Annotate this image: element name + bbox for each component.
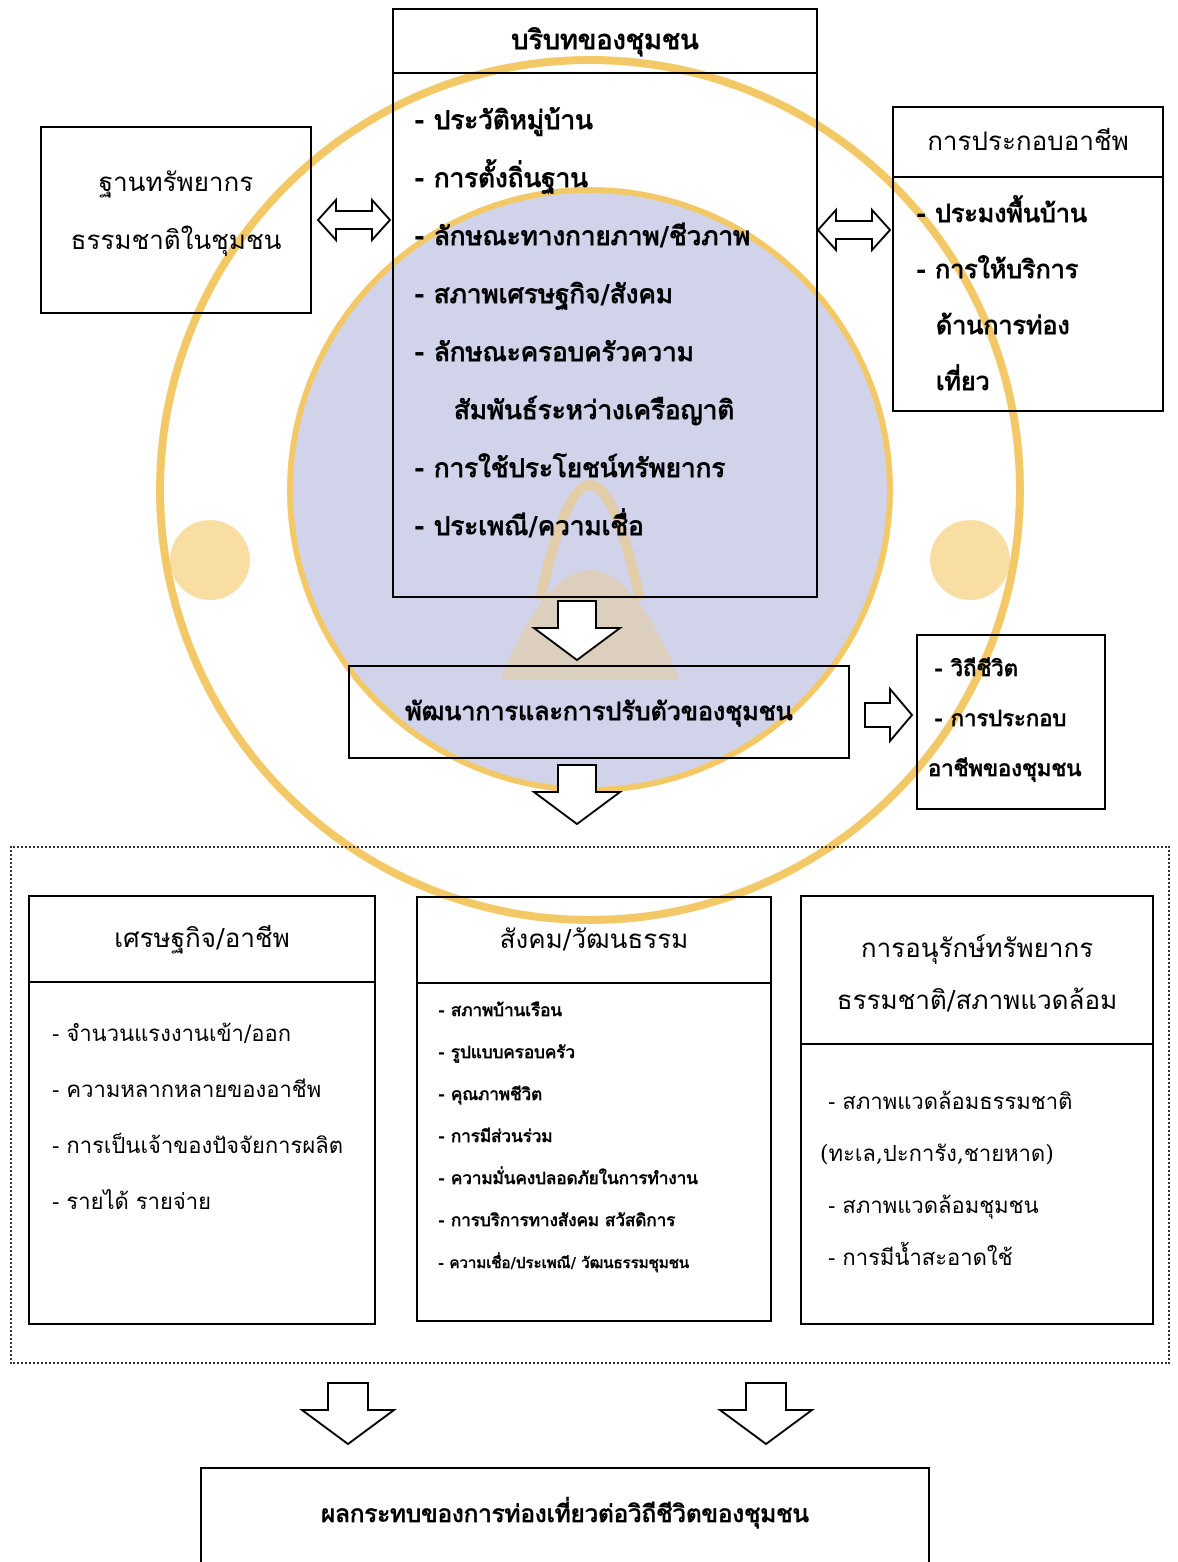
context-item: - ประวัติหมู่บ้าน — [414, 106, 593, 136]
society-item: - การบริการทางสังคม สวัสดิการ — [438, 1211, 676, 1231]
lifestyle-item: - การประกอบ — [934, 706, 1067, 732]
context-item: สัมพันธ์ระหว่างเครือญาติ — [454, 396, 735, 426]
occupation-title: การประกอบอาชีพ — [894, 108, 1162, 178]
lifestyle-box: - วิถีชีวิต - การประกอบ อาชีพของชุมชน — [916, 634, 1106, 810]
conservation-title-line1: การอนุรักษ์ทรัพยากร — [860, 934, 1094, 964]
economy-title: เศรษฐกิจ/อาชีพ — [30, 897, 374, 983]
context-item: - ประเพณี/ความเชื่อ — [414, 512, 644, 542]
down-arrow — [530, 764, 624, 826]
conservation-box: การอนุรักษ์ทรัพยากร ธรรมชาติ/สภาพแวดล้อม… — [800, 895, 1154, 1325]
society-item: - การมีส่วนร่วม — [438, 1127, 553, 1147]
double-arrow-right — [816, 207, 892, 253]
society-item: - รูปแบบครอบครัว — [438, 1043, 575, 1063]
context-box: บริบทของชุมชน - ประวัติหมู่บ้าน - การตั้… — [392, 8, 818, 598]
occupation-item: - ประมงพื้นบ้าน — [916, 199, 1088, 228]
down-arrow — [716, 1382, 816, 1446]
conservation-item: - สภาพแวดล้อมชุมชน — [828, 1194, 1039, 1219]
context-list: - ประวัติหมู่บ้าน - การตั้งถิ่นฐาน - ลัก… — [394, 74, 816, 556]
occupation-item: เที่ยว — [936, 367, 990, 396]
context-item: - ลักษณะทางกายภาพ/ชีวภาพ — [414, 222, 751, 252]
development-label: พัฒนาการและการปรับตัวของชุมชน — [405, 697, 793, 726]
impact-box: ผลกระทบของการท่องเที่ยวต่อวิถีชีวิตของชุ… — [200, 1467, 930, 1562]
economy-item: - รายได้ รายจ่าย — [52, 1190, 212, 1215]
down-arrow — [530, 600, 624, 662]
context-title: บริบทของชุมชน — [394, 10, 816, 74]
down-arrow — [298, 1382, 398, 1446]
society-item: - สภาพบ้านเรือน — [438, 1001, 563, 1021]
society-item: - คุณภาพชีวิต — [438, 1085, 543, 1105]
conservation-item: - การมีน้ำสะอาดใช้ — [828, 1246, 1013, 1271]
lifestyle-item: อาชีพของชุมชน — [928, 756, 1082, 782]
resource-box: ฐานทรัพยากร ธรรมชาติในชุมชน — [40, 126, 312, 314]
dimensions-group — [10, 846, 1170, 1364]
society-box: สังคม/วัฒนธรรม - สภาพบ้านเรือน - รูปแบบค… — [416, 896, 772, 1322]
occupation-box: การประกอบอาชีพ - ประมงพื้นบ้าน - การให้บ… — [892, 106, 1164, 412]
context-item: - การใช้ประโยชน์ทรัพยากร — [414, 454, 726, 484]
economy-item: - ความหลากหลายของอาชีพ — [52, 1078, 322, 1103]
society-title: สังคม/วัฒนธรรม — [418, 898, 770, 984]
context-item: - การตั้งถิ่นฐาน — [414, 164, 588, 194]
lifestyle-item: - วิถีชีวิต — [934, 656, 1019, 682]
society-list: - สภาพบ้านเรือน - รูปแบบครอบครัว - คุณภา… — [418, 984, 770, 1284]
conservation-title-line2: ธรรมชาติ/สภาพแวดล้อม — [836, 986, 1118, 1016]
resource-line2: ธรรมชาติในชุมชน — [70, 226, 282, 256]
double-arrow-left — [316, 197, 392, 243]
context-item: - สภาพเศรษฐกิจ/สังคม — [414, 280, 673, 310]
resource-line1: ฐานทรัพยากร — [98, 168, 254, 198]
conservation-item: (ทะเล,ปะการัง,ชายหาด) — [820, 1142, 1054, 1167]
lifestyle-list: - วิถีชีวิต - การประกอบ อาชีพของชุมชน — [918, 636, 1104, 794]
occupation-item: ด้านการท่อง — [936, 311, 1070, 340]
society-item: - ความเชื่อ/ประเพณี/ วัฒนธรรมชุมชน — [438, 1254, 690, 1272]
economy-item: - จำนวนแรงงานเข้า/ออก — [52, 1022, 292, 1047]
economy-item: - การเป็นเจ้าของปัจจัยการผลิต — [52, 1134, 343, 1159]
right-arrow — [864, 686, 914, 744]
economy-box: เศรษฐกิจ/อาชีพ - จำนวนแรงงานเข้า/ออก - ค… — [28, 895, 376, 1325]
occupation-list: - ประมงพื้นบ้าน - การให้บริการ ด้านการท่… — [894, 178, 1162, 410]
impact-label: ผลกระทบของการท่องเที่ยวต่อวิถีชีวิตของชุ… — [321, 1499, 809, 1528]
conservation-item: - สภาพแวดล้อมธรรมชาติ — [828, 1090, 1073, 1115]
occupation-item: - การให้บริการ — [916, 255, 1079, 284]
economy-list: - จำนวนแรงงานเข้า/ออก - ความหลากหลายของอ… — [30, 983, 374, 1231]
conservation-title: การอนุรักษ์ทรัพยากร ธรรมชาติ/สภาพแวดล้อม — [802, 897, 1152, 1045]
conservation-list: - สภาพแวดล้อมธรรมชาติ (ทะเล,ปะการัง,ชายห… — [802, 1045, 1152, 1285]
society-item: - ความมั่นคงปลอดภัยในการทำงาน — [438, 1169, 698, 1189]
context-item: - ลักษณะครอบครัวความ — [414, 338, 694, 368]
development-box: พัฒนาการและการปรับตัวของชุมชน — [348, 665, 850, 759]
